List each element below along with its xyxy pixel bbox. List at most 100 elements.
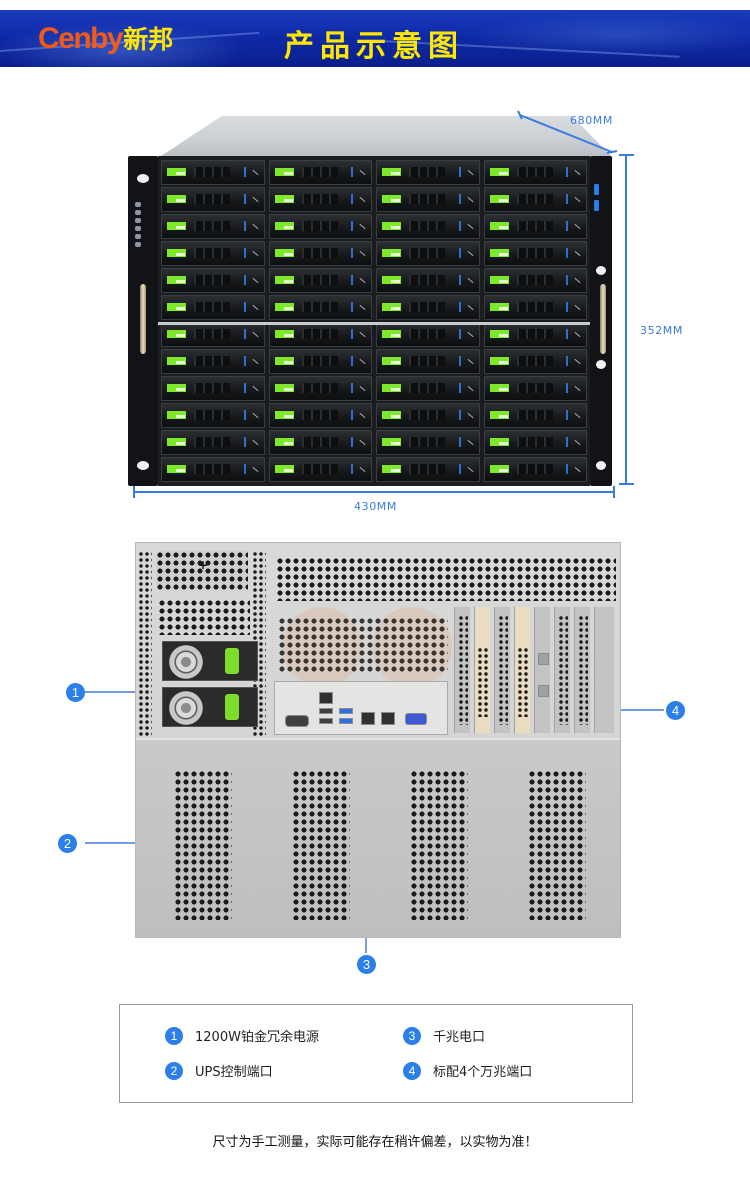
drive-label-tag bbox=[382, 465, 401, 473]
drive-activity-led-icon bbox=[566, 383, 568, 393]
drive-bay bbox=[161, 322, 265, 347]
legend-badge: 1 bbox=[165, 1026, 183, 1045]
drive-tray-vent bbox=[409, 410, 445, 420]
drive-label-tag bbox=[274, 357, 294, 365]
gigabit-ethernet-port bbox=[381, 712, 395, 725]
drive-tray-vent bbox=[516, 329, 553, 339]
drive-latch-icon bbox=[574, 169, 581, 176]
slot-vent bbox=[498, 615, 508, 725]
drive-bay bbox=[376, 214, 480, 239]
drive-latch-icon bbox=[359, 331, 366, 338]
front-control-panel bbox=[134, 202, 142, 250]
drive-tray-vent bbox=[194, 410, 230, 420]
drive-bay bbox=[483, 349, 587, 374]
drive-label-tag bbox=[489, 249, 509, 257]
drive-label-tag bbox=[382, 222, 401, 230]
drive-tray-vent bbox=[301, 437, 338, 447]
drive-label-tag bbox=[382, 384, 401, 392]
drive-tray-vent bbox=[409, 356, 445, 366]
drive-label-tag bbox=[167, 465, 186, 473]
drive-label-tag bbox=[382, 330, 401, 338]
drive-label-tag bbox=[274, 249, 294, 257]
drive-latch-icon bbox=[359, 196, 366, 203]
drive-bay bbox=[268, 376, 372, 401]
drive-activity-led-icon bbox=[458, 329, 461, 339]
status-led-icon bbox=[135, 226, 141, 231]
expansion-card bbox=[514, 607, 530, 733]
expansion-slot bbox=[494, 607, 510, 733]
status-led-icon bbox=[135, 234, 141, 239]
drive-tray-vent bbox=[194, 356, 230, 366]
usb-port-icon bbox=[594, 200, 599, 211]
drive-tray-vent bbox=[194, 167, 230, 177]
front-usb-ports bbox=[594, 184, 599, 216]
measurement-disclaimer: 尺寸为手工测量，实际可能存在稍许偏差，以实物为准！ bbox=[212, 1135, 538, 1150]
drive-tray-vent bbox=[409, 167, 445, 177]
rear-vent bbox=[528, 770, 586, 920]
usb3-port bbox=[339, 708, 353, 714]
drive-tray-vent bbox=[516, 464, 553, 474]
drive-bay bbox=[268, 214, 372, 239]
drive-activity-led-icon bbox=[243, 275, 246, 285]
expansion-slot bbox=[594, 607, 614, 733]
drive-bay bbox=[483, 322, 587, 347]
drive-latch-icon bbox=[251, 331, 259, 338]
drive-bay bbox=[268, 403, 372, 428]
drive-label-tag bbox=[489, 168, 509, 176]
drive-tray-vent bbox=[301, 410, 338, 420]
drive-latch-icon bbox=[466, 412, 474, 419]
drive-label-tag bbox=[167, 384, 186, 392]
drive-activity-led-icon bbox=[351, 410, 353, 420]
drive-bay bbox=[483, 376, 587, 401]
drive-bay bbox=[483, 295, 587, 320]
drive-label-tag bbox=[489, 465, 509, 473]
drive-tray-vent bbox=[194, 275, 230, 285]
drive-latch-icon bbox=[574, 304, 581, 311]
drive-latch-icon bbox=[359, 304, 366, 311]
drive-latch-icon bbox=[251, 250, 259, 257]
drive-bay bbox=[161, 403, 265, 428]
drive-latch-icon bbox=[466, 250, 474, 257]
drive-latch-icon bbox=[574, 331, 581, 338]
drive-label-tag bbox=[382, 249, 401, 257]
drive-activity-led-icon bbox=[566, 329, 568, 339]
drive-latch-icon bbox=[251, 358, 259, 365]
drive-activity-led-icon bbox=[351, 464, 353, 474]
psu-fan-icon bbox=[169, 645, 203, 679]
drive-label-tag bbox=[274, 438, 294, 446]
drive-bay bbox=[268, 187, 372, 212]
usb3-port bbox=[339, 718, 353, 724]
drive-label-tag bbox=[167, 357, 186, 365]
10gbe-network-card bbox=[534, 607, 550, 733]
drive-label-tag bbox=[274, 384, 294, 392]
drive-latch-icon bbox=[574, 358, 581, 365]
left-rack-ear bbox=[128, 156, 158, 486]
drive-latch-icon bbox=[466, 169, 474, 176]
drive-activity-led-icon bbox=[458, 275, 461, 285]
rack-mount-hole bbox=[596, 360, 606, 369]
depth-dimension-label: 680MM bbox=[570, 114, 613, 127]
callout-badge-2: 2 bbox=[58, 834, 77, 853]
drive-bay bbox=[161, 241, 265, 266]
legend-label: 标配4个万兆端口 bbox=[433, 1065, 533, 1080]
side-vent bbox=[138, 551, 152, 736]
drive-tray-vent bbox=[301, 302, 338, 312]
drive-tray-vent bbox=[409, 329, 445, 339]
drive-label-tag bbox=[382, 357, 401, 365]
drive-latch-icon bbox=[359, 466, 366, 473]
drive-activity-led-icon bbox=[243, 194, 246, 204]
front-handle bbox=[140, 284, 146, 354]
slot-vent bbox=[458, 615, 468, 725]
usb2-port bbox=[319, 708, 333, 714]
drive-bay bbox=[376, 457, 480, 482]
drive-latch-icon bbox=[251, 466, 259, 473]
drive-activity-led-icon bbox=[458, 221, 461, 231]
drive-bay bbox=[161, 268, 265, 293]
drive-tray-vent bbox=[516, 437, 553, 447]
drive-latch-icon bbox=[359, 169, 366, 176]
drive-activity-led-icon bbox=[351, 167, 353, 177]
drive-latch-icon bbox=[251, 169, 259, 176]
drive-tray-vent bbox=[409, 302, 445, 312]
expansion-slot bbox=[454, 607, 470, 733]
drive-latch-icon bbox=[359, 412, 366, 419]
